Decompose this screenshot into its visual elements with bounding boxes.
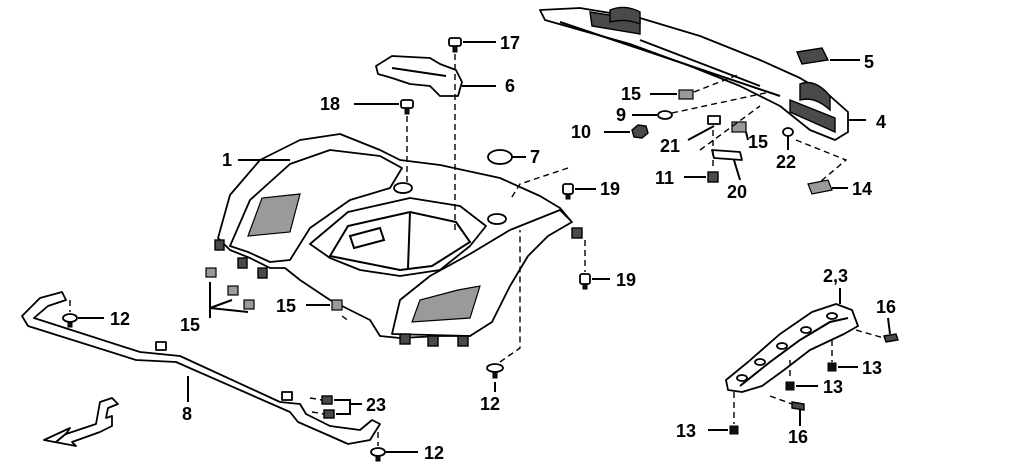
callout-1: 1	[222, 150, 232, 170]
leader-12b-axis	[499, 230, 521, 363]
part-16-screw-upper	[883, 333, 899, 343]
callout-6: 6	[505, 76, 515, 96]
part-4-rear-carrier	[539, 6, 849, 141]
part-8-brace	[21, 291, 381, 445]
part-17-bolt	[448, 37, 462, 53]
leader-20	[733, 159, 741, 181]
callout-12-left: 12	[110, 309, 130, 329]
leader-14-axis	[795, 139, 848, 183]
callout-16-lower: 16	[788, 427, 808, 447]
callout-19-lower: 19	[616, 270, 636, 290]
callout-14: 14	[852, 179, 872, 199]
part-22-screw	[782, 127, 794, 137]
leader-21	[687, 125, 715, 141]
callout-23: 23	[366, 395, 386, 415]
leader-15c	[209, 282, 249, 313]
part-13-nut-c	[729, 425, 739, 435]
callout-15-upper: 15	[621, 84, 641, 104]
callout-18: 18	[320, 94, 340, 114]
callout-13-b: 13	[823, 377, 843, 397]
callout-8: 8	[182, 404, 192, 424]
callout-19-upper: 19	[600, 179, 620, 199]
callout-11: 11	[655, 168, 674, 188]
leader-15a-axis	[693, 73, 741, 93]
callout-9: 9	[616, 105, 626, 125]
part-7-cap	[487, 149, 513, 165]
leader-16a-axis	[855, 329, 885, 339]
callout-15-left: 15	[180, 315, 200, 335]
part-15-clips-left	[205, 267, 255, 310]
callout-12-center: 12	[480, 394, 500, 414]
part-19-bolt-upper	[562, 183, 574, 200]
part-19-bolt-lower	[579, 273, 591, 290]
part-20-bracket	[711, 149, 743, 161]
part-11-bolt	[707, 171, 719, 183]
part-21-spacer	[707, 115, 721, 125]
leader-23	[334, 399, 351, 415]
callout-13-a: 13	[862, 358, 882, 378]
part-12-push-rivet-center	[486, 363, 504, 379]
callout-10: 10	[571, 122, 591, 142]
part-2-3-side-guard	[725, 303, 859, 393]
part-16-screw-lower	[791, 401, 805, 411]
callout-5: 5	[864, 52, 874, 72]
part-18-bolt	[400, 99, 414, 115]
callout-4: 4	[876, 112, 886, 132]
part-12-push-rivet-right	[370, 447, 386, 462]
leader-19-axis-a	[509, 167, 569, 201]
part-9-washer	[657, 110, 673, 120]
part-5-reflector	[796, 47, 830, 65]
part-10-nut	[631, 124, 649, 139]
callout-16-upper: 16	[876, 297, 896, 317]
part-23-bolts	[309, 395, 335, 419]
leader-16b-axis	[769, 395, 793, 405]
leader-axis-upper	[699, 105, 761, 151]
part-6-bracket	[375, 55, 463, 97]
callout-2-3: 2,3	[823, 266, 848, 286]
callout-13-c: 13	[676, 421, 696, 441]
leader-9-axis	[671, 91, 771, 114]
front-direction-arrow	[43, 397, 119, 447]
leader-15b	[745, 131, 749, 141]
part-14-clip	[807, 179, 833, 195]
part-15-clip-upper	[678, 89, 694, 100]
part-1-rear-fender	[214, 133, 583, 347]
callout-7: 7	[530, 147, 540, 167]
callout-22: 22	[776, 152, 796, 172]
callout-17: 17	[500, 33, 520, 53]
part-13-nut-a	[827, 362, 837, 372]
part-12-push-rivet-left	[62, 313, 78, 328]
leader-16a	[887, 317, 891, 335]
part-13-nut-b	[785, 381, 795, 391]
callout-15-center: 15	[276, 296, 296, 316]
leader-15d-axis	[341, 315, 351, 323]
callout-21: 21	[660, 136, 680, 156]
part-15-clip-right	[731, 121, 747, 133]
callout-20: 20	[727, 182, 747, 202]
callout-12-right: 12	[424, 443, 444, 463]
part-15-clip-center	[331, 299, 343, 311]
callout-15-right: 15	[748, 132, 768, 152]
